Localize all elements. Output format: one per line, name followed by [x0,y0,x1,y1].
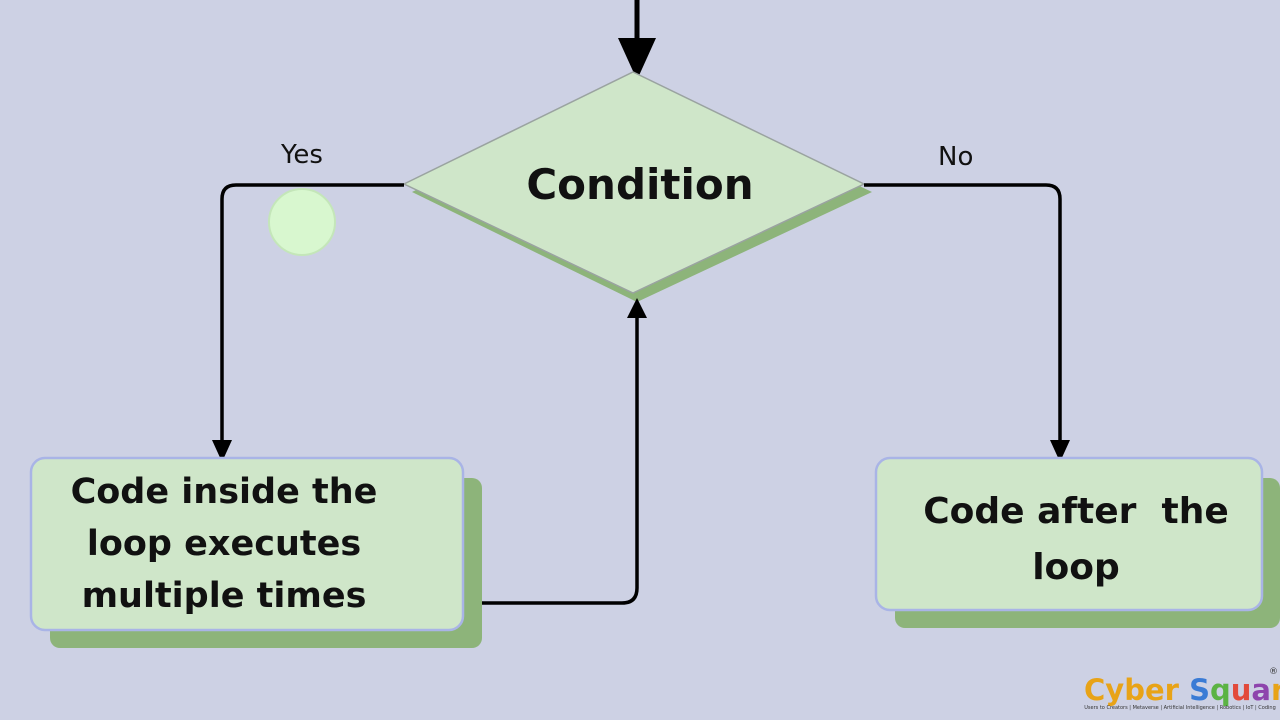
logo-letter [1179,673,1189,707]
after-loop-box [874,456,1280,628]
logo-letter: q [1209,673,1231,707]
loop-back-arrow [482,298,647,605]
logo-letter: a [1251,673,1271,707]
cyber-square-logo: Cyber Square Users to Creators | Metaver… [1084,667,1280,712]
logo-letter: C [1084,673,1106,707]
loop-body-label: Code inside the loop executes multiple t… [70,472,378,616]
logo-letter: e [1144,673,1165,707]
incoming-arrow [618,0,656,80]
no-label: No [938,142,974,172]
logo-letter: b [1124,673,1145,707]
after-loop-label: Code after the loop [923,491,1242,588]
yes-label: Yes [281,140,323,170]
registered-mark: ® [1269,667,1278,677]
loop-body-box [29,456,482,648]
condition-label: Condition [526,159,754,209]
logo-letter: u [1230,673,1252,707]
logo-tagline: Users to Creators | Metaverse | Artifici… [1084,705,1276,711]
yes-branch-arrow [212,183,404,462]
logo-letter: r [1164,673,1179,707]
logo-name: Cyber Square [1084,673,1280,707]
logo-letter: y [1105,673,1125,707]
no-branch-arrow [864,183,1070,462]
logo-letter: S [1189,673,1210,707]
logo-letter: r [1270,673,1280,707]
cursor-highlight [268,188,336,256]
